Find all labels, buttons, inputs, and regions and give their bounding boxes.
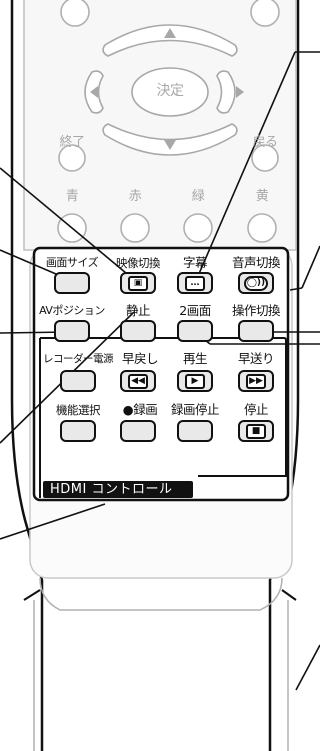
subtitle-icon: …: [185, 275, 205, 291]
dual-screen-button[interactable]: [177, 320, 213, 342]
faded-circle-button: [250, 0, 280, 27]
yellow-label: 黄: [255, 189, 269, 204]
camera-icon: ▣: [128, 275, 148, 291]
enter-button: [131, 67, 209, 117]
faded-circle-button: [60, 0, 90, 27]
freeze-label: 静止: [125, 303, 151, 318]
play-icon: ▶: [185, 373, 205, 389]
green-label: 緑: [191, 189, 205, 204]
recorder-power-label: レコーダー電源: [43, 353, 114, 365]
fast-forward-icon: ▶▶: [246, 373, 266, 389]
audio-icon: ◯)): [244, 275, 268, 291]
hdmi-control-title: HDMI コントロール: [43, 481, 193, 498]
record-stop-label: 録画停止: [170, 402, 220, 417]
audio-switch-button[interactable]: ◯)): [238, 272, 274, 294]
screen-size-label: 画面サイズ: [45, 256, 99, 269]
blue-label: 青: [65, 189, 79, 204]
nav-up-arc: [102, 24, 238, 57]
subtitle-button[interactable]: …: [177, 272, 213, 294]
left-arrow-icon: [90, 86, 98, 98]
screen-size-button[interactable]: [54, 272, 90, 294]
audio-switch-label: 音声切換: [231, 255, 281, 270]
color-button-green: [183, 213, 213, 243]
red-label: 赤: [128, 189, 142, 204]
recorder-power-button[interactable]: [60, 370, 96, 392]
nav-down-arc: [102, 123, 238, 156]
stop-icon: ■: [246, 423, 266, 439]
record-stop-button[interactable]: [177, 420, 213, 442]
enter-label: 決定: [156, 83, 185, 99]
stop-button[interactable]: ■: [238, 420, 274, 442]
down-arrow-icon: [164, 140, 176, 150]
function-select-label: 機能選択: [56, 403, 101, 417]
record-label: ●録画: [122, 402, 158, 417]
dual-screen-label: 2画面: [179, 303, 211, 318]
subtitle-label: 字幕: [182, 255, 208, 270]
freeze-button[interactable]: [120, 320, 156, 342]
color-button-yellow: [247, 213, 277, 243]
video-switch-label: 映像切換: [116, 256, 161, 270]
fast-forward-label: 早送り: [237, 351, 275, 366]
right-arrow-icon: [236, 86, 244, 98]
control-switch-label: 操作切換: [231, 303, 281, 318]
play-label: 再生: [182, 351, 208, 366]
record-button[interactable]: [120, 420, 156, 442]
nav-right-arc: [216, 70, 236, 114]
av-position-label: AVポジション: [39, 304, 105, 317]
rewind-label: 早戻し: [121, 351, 159, 366]
rewind-icon: ◀◀: [128, 373, 148, 389]
function-select-button[interactable]: [60, 420, 96, 442]
play-button[interactable]: ▶: [177, 370, 213, 392]
up-arrow-icon: [164, 28, 176, 38]
video-switch-button[interactable]: ▣: [120, 272, 156, 294]
rewind-button[interactable]: ◀◀: [120, 370, 156, 392]
fast-forward-button[interactable]: ▶▶: [238, 370, 274, 392]
color-button-red: [120, 213, 150, 243]
back-label: 戻る: [252, 135, 278, 150]
control-switch-button[interactable]: [238, 320, 274, 342]
stop-label: 停止: [243, 402, 269, 417]
av-position-button[interactable]: [54, 320, 90, 342]
end-label: 終了: [59, 135, 85, 150]
